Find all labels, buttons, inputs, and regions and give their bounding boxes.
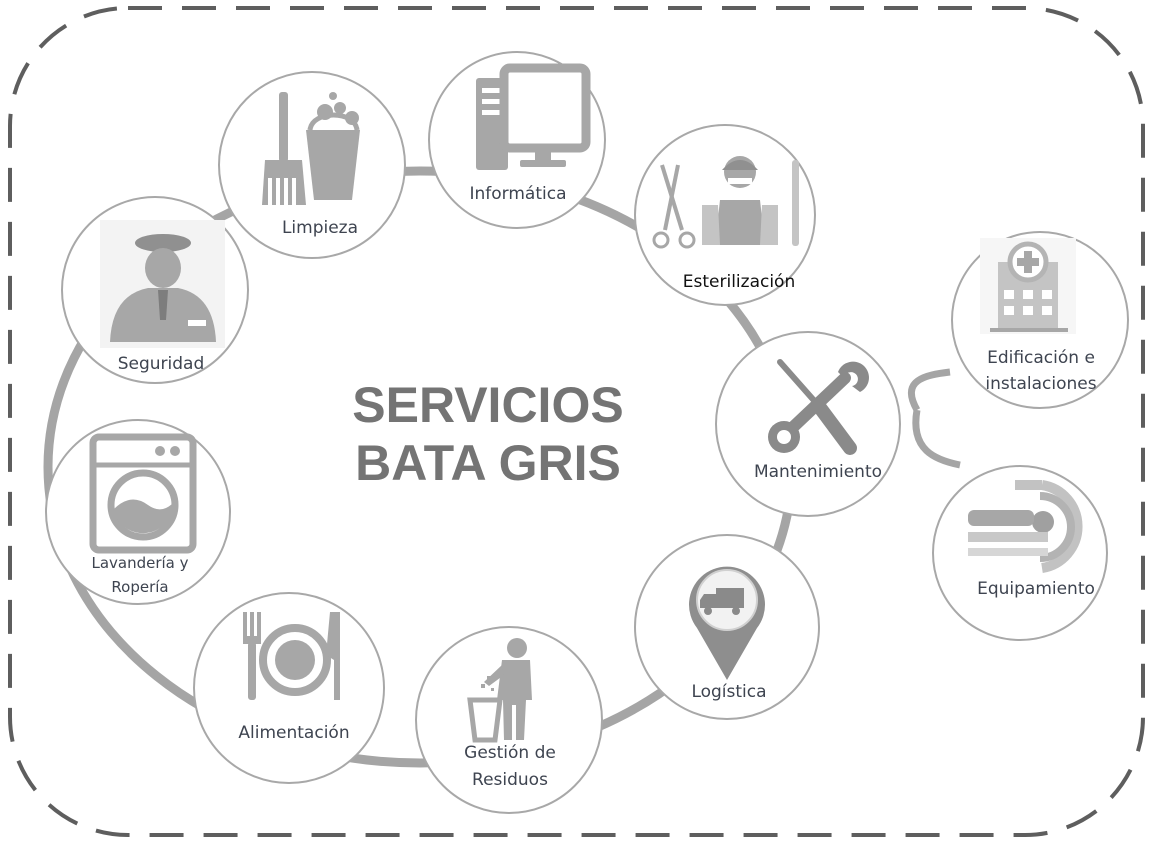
limpieza-label: Limpieza — [282, 218, 358, 238]
node-limpieza: Limpieza — [218, 71, 406, 259]
edificacion-label-line2: instalaciones — [985, 374, 1096, 394]
edificacion-label-line1: Edificación e — [987, 348, 1095, 368]
esterilizacion-label: Esterilización — [683, 272, 795, 292]
node-informatica: Informática — [428, 51, 606, 229]
node-lavanderia: Lavandería y Ropería — [45, 419, 231, 605]
lavanderia-label-line2: Ropería — [111, 578, 168, 596]
title-line-2: BATA GRIS — [355, 435, 621, 491]
truck-location-pin-icon — [689, 566, 765, 680]
logistica-label: Logística — [691, 682, 766, 702]
node-edificacion: Edificación e instalaciones — [951, 231, 1129, 409]
plate-cutlery-icon — [243, 612, 340, 700]
surgical-instruments-icon — [652, 156, 799, 249]
residuos-label-line1: Gestión de — [464, 743, 556, 763]
node-esterilizacion: Esterilización — [634, 124, 816, 306]
informatica-label: Informática — [470, 184, 567, 204]
node-residuos: Gestión de Residuos — [415, 626, 603, 814]
dashed-frame — [8, 6, 1145, 837]
security-guard-icon — [100, 220, 225, 348]
node-circle — [715, 331, 901, 517]
mantenimiento-label: Mantenimiento — [754, 462, 882, 482]
node-logistica: Logística — [634, 534, 820, 720]
tools-icon — [768, 359, 869, 455]
lavanderia-label-line1: Lavandería y — [91, 554, 188, 572]
node-equipamiento: Equipamiento — [932, 465, 1108, 641]
connector-equipamiento — [912, 409, 961, 469]
hospital-building-icon — [980, 238, 1076, 334]
equipamiento-label: Equipamiento — [977, 579, 1095, 599]
connector-edificacion — [908, 368, 951, 412]
alimentacion-label: Alimentación — [238, 723, 349, 743]
seguridad-label: Seguridad — [118, 354, 205, 374]
scanner-equipment-icon — [968, 480, 1083, 573]
waste-bin-person-icon — [467, 638, 532, 743]
node-seguridad: Seguridad — [61, 196, 249, 384]
computer-icon — [476, 63, 591, 170]
washing-machine-icon — [89, 433, 197, 554]
node-alimentacion: Alimentación — [193, 592, 385, 784]
node-mantenimiento: Mantenimiento — [715, 331, 901, 517]
residuos-label-line2: Residuos — [472, 770, 548, 790]
title-line-1: SERVICIOS — [352, 377, 623, 433]
cleaning-bucket-broom-icon — [262, 92, 360, 205]
